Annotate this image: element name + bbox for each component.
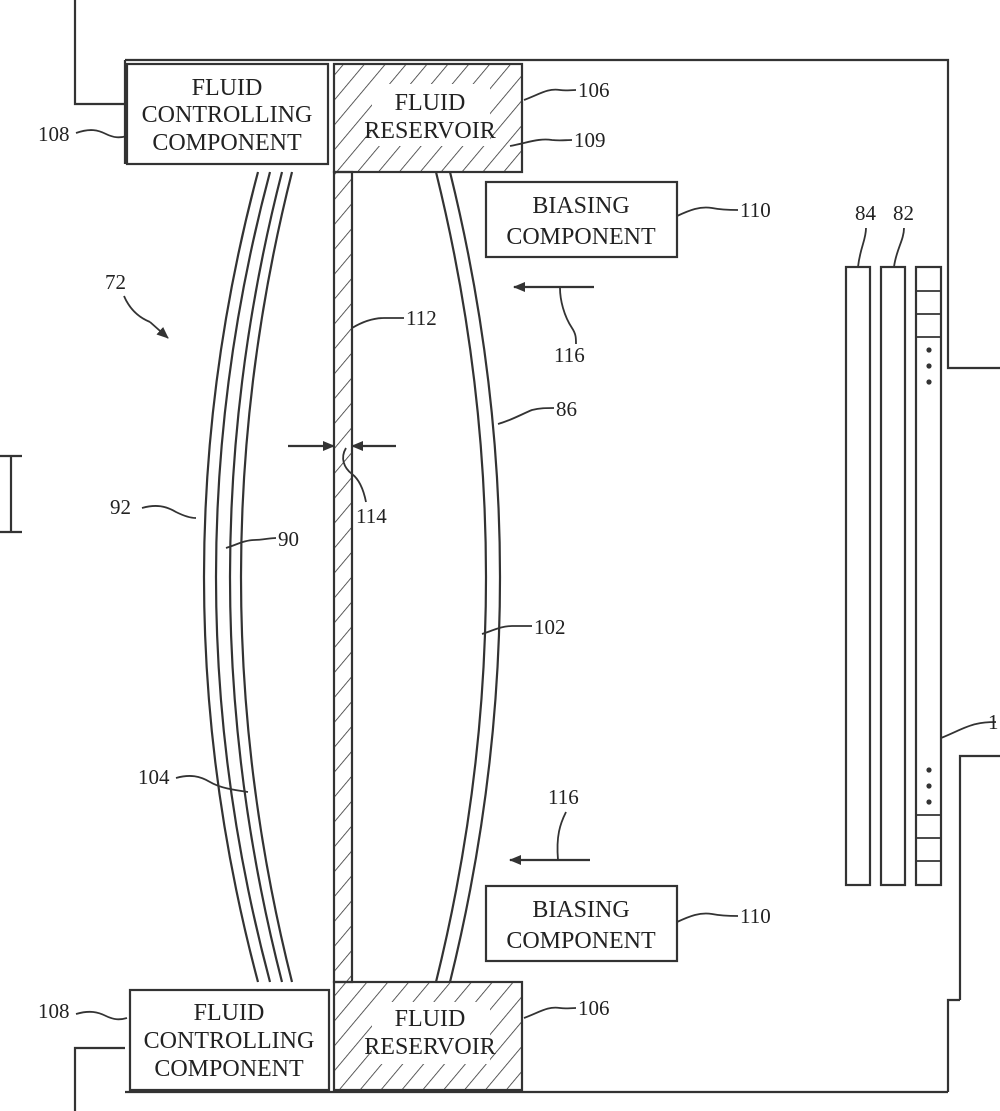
fluid-controlling-top-line1: FLUID	[192, 75, 263, 101]
leader-102	[481, 625, 532, 635]
ellipsis-dot	[926, 799, 932, 805]
fluid-controlling-top-line3: COMPONENT	[152, 130, 302, 156]
lens-membrane-86	[448, 171, 502, 983]
ellipsis-dot	[926, 347, 932, 353]
ref-109: 109	[574, 128, 606, 152]
fluid-reservoir-bottom-line1: FLUID	[395, 1006, 466, 1032]
layer-84	[844, 265, 872, 887]
biasing-component-top	[484, 180, 679, 259]
leader-110-bottom	[676, 912, 739, 923]
ref-112: 112	[406, 306, 437, 330]
biasing-bottom-line2: COMPONENT	[506, 928, 656, 954]
ref-110-top: 110	[740, 198, 771, 222]
fluid-controlling-bottom-line3: COMPONENT	[154, 1056, 304, 1082]
leader-106-bottom	[523, 1006, 577, 1019]
pixel-array-cells-top	[916, 290, 941, 862]
control-wire-top	[73, 0, 125, 106]
ellipsis-dot	[926, 783, 932, 789]
ref-86: 86	[556, 397, 577, 421]
ref-82: 82	[893, 201, 914, 225]
leader-72-arrow	[149, 321, 169, 339]
ref-72: 72	[105, 270, 126, 294]
fluid-reservoir-bottom-label-bg	[372, 1002, 490, 1064]
lens-membrane-90	[228, 171, 284, 983]
leader-109	[509, 138, 573, 147]
housing-frame	[123, 58, 1000, 1094]
biasing-top-line1: BIASING	[532, 193, 629, 219]
ref-108-top: 108	[38, 122, 70, 146]
lens-membrane-102	[434, 171, 488, 983]
leader-110-top	[676, 206, 739, 217]
ellipsis-dot	[926, 767, 932, 773]
ref-106-bottom: 106	[578, 996, 610, 1020]
leader-116-bottom	[556, 811, 567, 861]
ref-116-bottom: 116	[548, 785, 579, 809]
leader-112	[351, 317, 404, 329]
leader-92	[141, 505, 197, 519]
leader-106-top	[523, 88, 577, 101]
leader-108-bottom	[75, 1010, 128, 1021]
ellipsis-dot	[926, 379, 932, 385]
ref-106-top: 106	[578, 78, 610, 102]
layer-82	[879, 265, 907, 887]
fluid-controlling-component-bottom	[128, 988, 331, 1092]
leader-72	[123, 295, 151, 323]
biasing-bottom-line1: BIASING	[532, 897, 629, 923]
lens-membrane-92	[202, 171, 260, 983]
ref-92: 92	[110, 495, 131, 519]
leader-104	[175, 775, 249, 793]
fluid-controlling-top-line2: CONTROLLING	[142, 102, 313, 128]
ref-102: 102	[534, 615, 566, 639]
scale-bar	[0, 454, 22, 534]
ref-right-partial: 1	[988, 710, 999, 734]
biasing-top-line2: COMPONENT	[506, 224, 656, 250]
ref-84: 84	[855, 201, 877, 225]
ref-108-bottom: 108	[38, 999, 70, 1023]
ref-116-top: 116	[554, 343, 585, 367]
central-plate	[332, 170, 354, 984]
leader-84	[857, 227, 867, 268]
leader-108-top	[75, 129, 128, 139]
control-wire-bottom	[73, 1046, 125, 1111]
fluid-reservoir-top-line2: RESERVOIR	[364, 118, 495, 144]
biasing-component-bottom	[484, 884, 679, 963]
leader-right-partial	[940, 721, 997, 739]
ref-110-bottom: 110	[740, 904, 771, 928]
ellipsis-dot	[926, 363, 932, 369]
leader-116-top	[559, 287, 577, 345]
leader-86	[497, 407, 555, 425]
lens-membrane-92-inner	[214, 171, 272, 983]
fluid-reservoir-top-line1: FLUID	[395, 90, 466, 116]
pixel-array	[914, 265, 943, 887]
fluid-controlling-component-top	[125, 62, 330, 166]
ref-90: 90	[278, 527, 299, 551]
ref-104: 104	[138, 765, 170, 789]
housing-frame-right-lower	[946, 998, 960, 1092]
fluid-reservoir-top-label-bg	[372, 84, 490, 146]
lens-membrane-90-inner	[239, 171, 294, 983]
leader-82	[893, 227, 905, 268]
leader-114	[342, 447, 367, 503]
fluid-controlling-bottom-line1: FLUID	[194, 1000, 265, 1026]
leader-90	[225, 537, 277, 549]
fluid-reservoir-bottom-line2: RESERVOIR	[364, 1034, 495, 1060]
ref-114: 114	[356, 504, 387, 528]
fluid-controlling-bottom-line2: CONTROLLING	[144, 1028, 315, 1054]
